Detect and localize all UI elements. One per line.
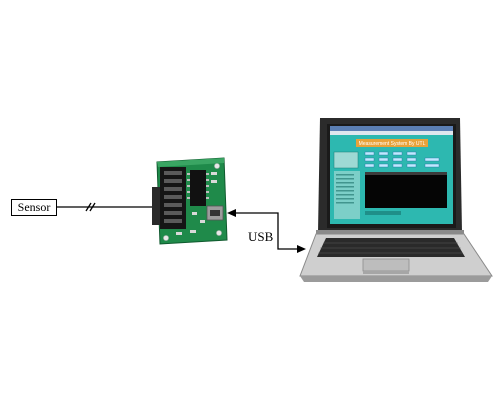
usb-arrowhead-laptop (297, 245, 306, 253)
ic-chip (187, 170, 209, 206)
mounting-holes (163, 163, 222, 241)
sensor-label-box: Sensor (11, 199, 57, 216)
laptop: Measurement System By UTL (299, 118, 493, 282)
app-title: Measurement System By UTL (359, 141, 426, 147)
smd-components (176, 172, 217, 235)
usb-arrowhead-board (227, 209, 236, 217)
usb-link-arrow (233, 212, 300, 250)
usb-port (206, 205, 224, 221)
data-display-area (365, 172, 447, 208)
usb-label: USB (248, 229, 274, 244)
terminal-connector (152, 167, 186, 229)
touchpad (362, 258, 410, 272)
data-acquisition-board (152, 157, 228, 245)
keyboard (317, 238, 465, 257)
laptop-screen: Measurement System By UTL (330, 126, 453, 224)
sensor-cable (56, 202, 156, 212)
